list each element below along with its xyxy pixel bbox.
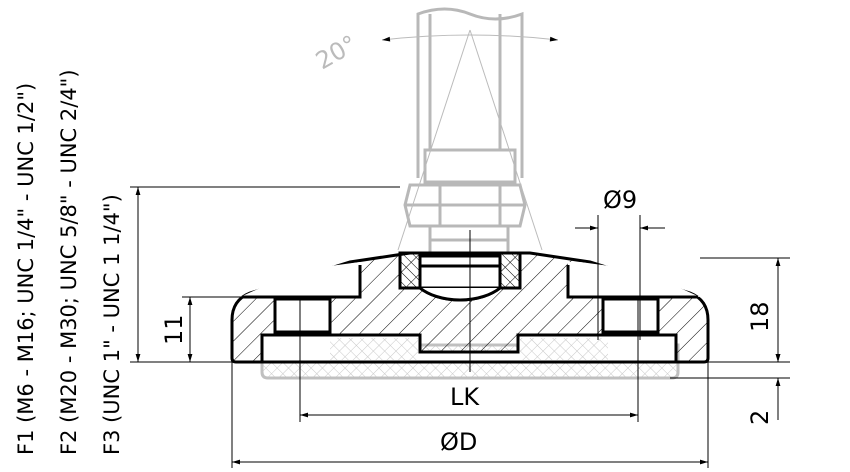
angle-label: 20° <box>311 30 362 76</box>
pad-offset-label: 2 <box>746 410 774 425</box>
variant-list: F1 (M6 - M16; UNC 1/4" - UNC 1/2") F2 (M… <box>14 69 124 455</box>
dimensions: 11 18 2 Ø9 LK ØD <box>130 186 790 468</box>
variant-f2: F2 (M20 - M30; UNC 5/8" - UNC 2/4") <box>57 69 81 455</box>
bolt-circle-label: LK <box>450 383 480 411</box>
height-base-label: 11 <box>160 314 188 345</box>
threaded-stem-ghost: 20° <box>311 7 559 252</box>
height-total-label: 18 <box>746 301 774 332</box>
variant-f1: F1 (M6 - M16; UNC 1/4" - UNC 1/2") <box>14 83 38 455</box>
outer-diameter-label: ØD <box>440 428 477 456</box>
hole-diameter-label: Ø9 <box>603 186 637 214</box>
variant-f3: F3 (UNC 1" - UNC 1 1/4") <box>100 194 124 455</box>
base-section <box>230 230 710 372</box>
